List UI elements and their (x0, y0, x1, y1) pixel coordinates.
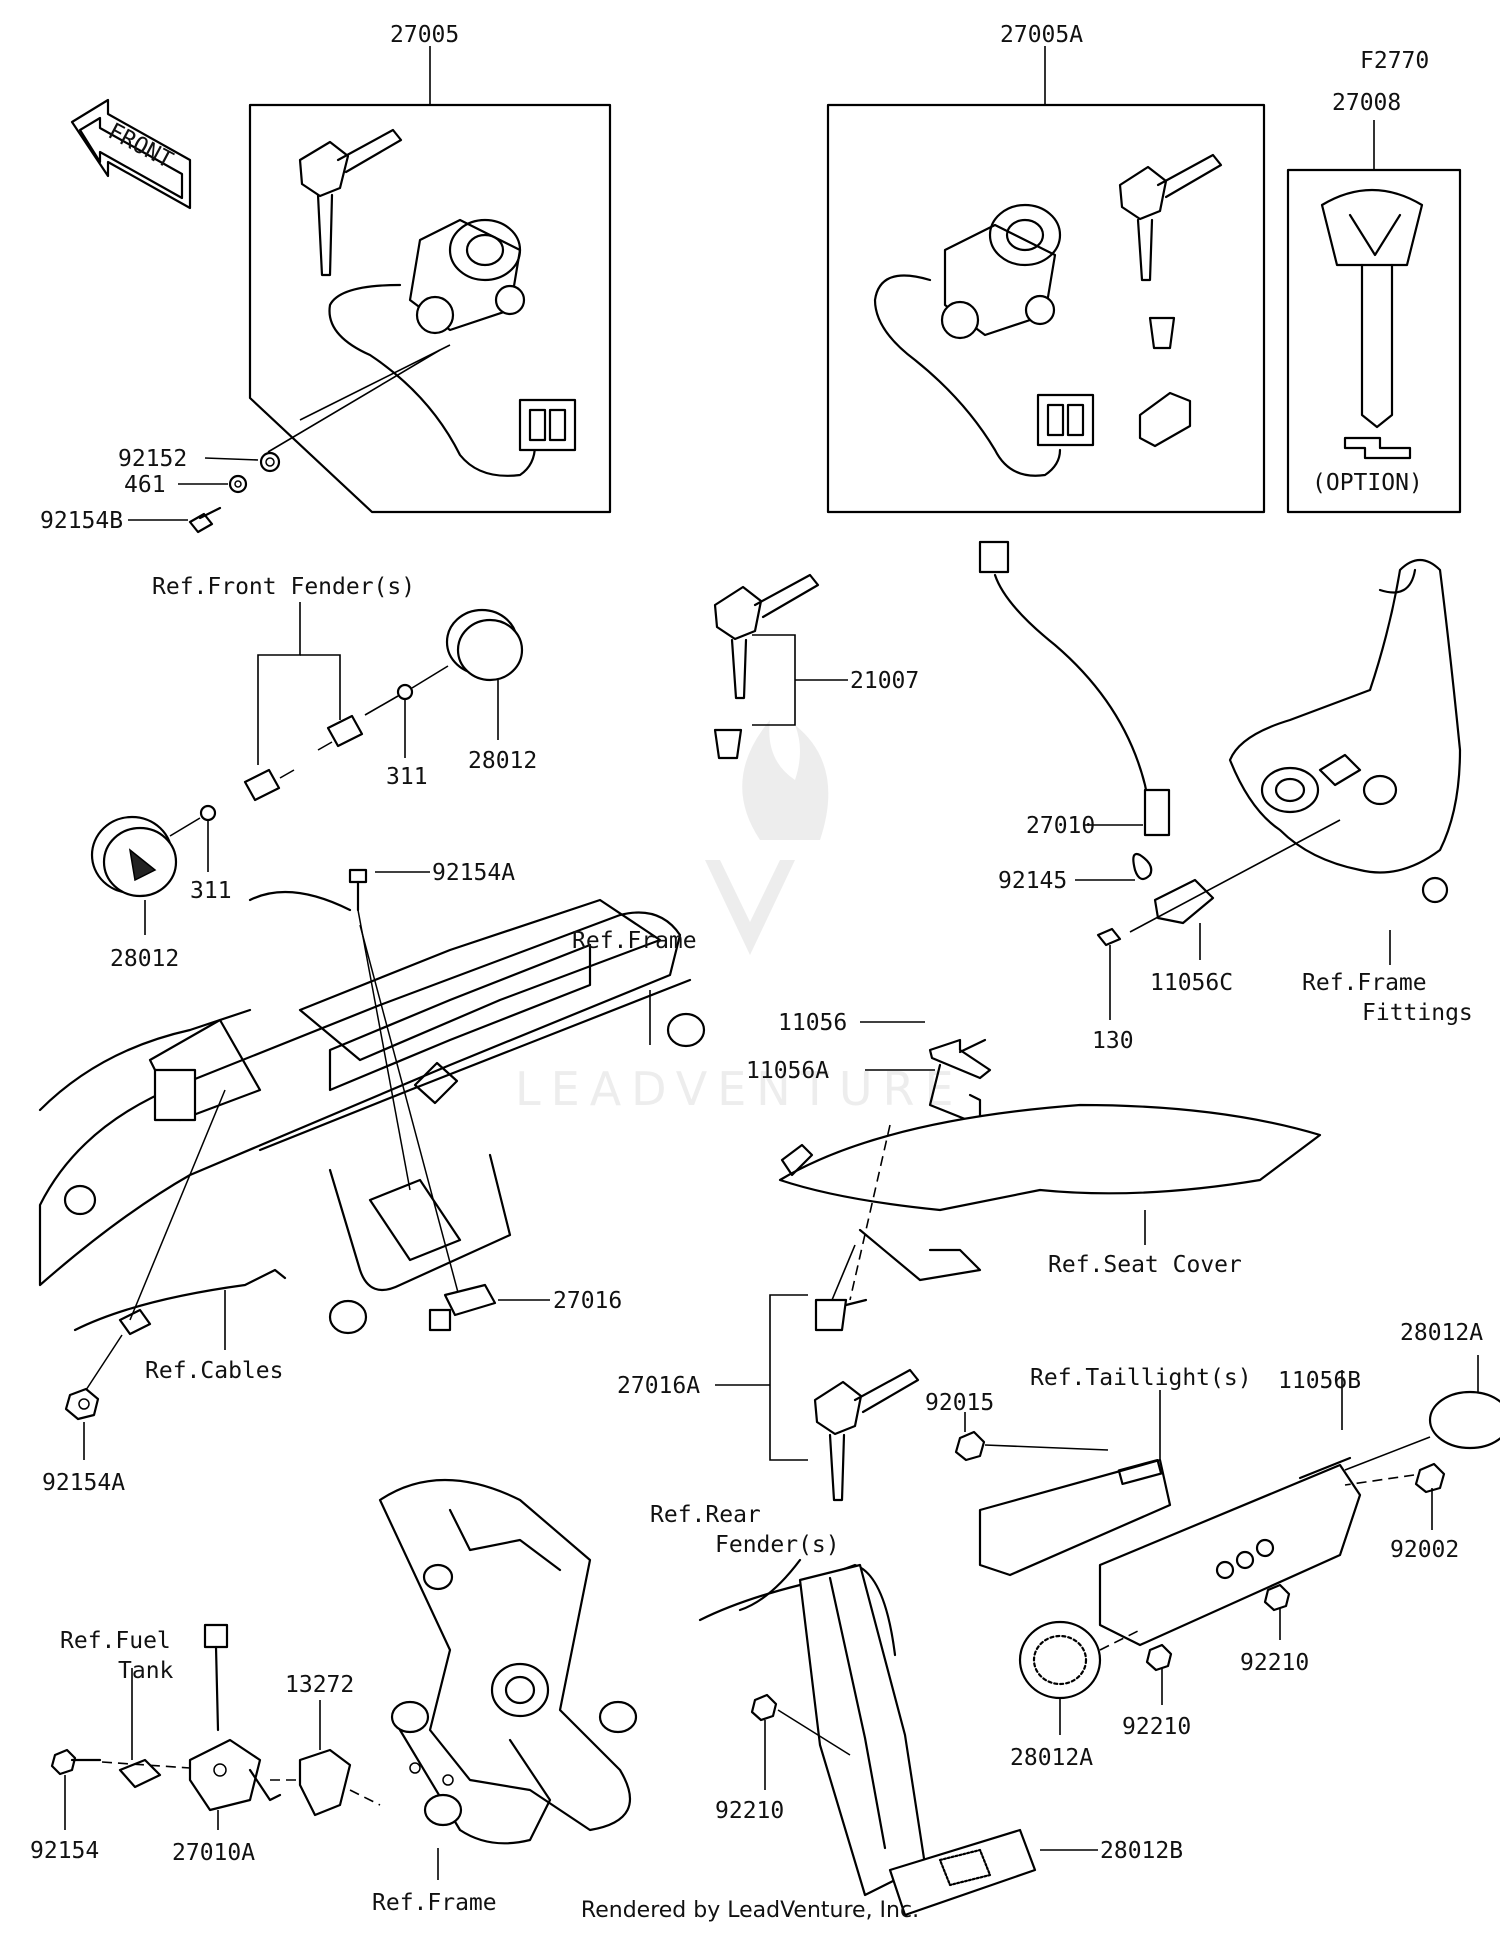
label-27010A: 27010A (172, 1840, 255, 1866)
assembly-27008: F2770 27008 (OPTION) (1286, 48, 1462, 514)
watermark: LEADVENTURE (515, 720, 964, 1116)
label-92152: 92152 (118, 446, 187, 472)
label-11056A: 11056A (746, 1058, 829, 1084)
assembly-27005: 27005 (248, 22, 612, 514)
switch-27010: 27010 92145 11056C 130 Ref.Frame Fitting… (978, 540, 1473, 1054)
hardware-92152-461-92154B: 92152 461 92154B (40, 446, 281, 534)
label-92015: 92015 (925, 1390, 994, 1416)
ref-cables: Ref.Cables (145, 1358, 283, 1384)
front-reflectors: Ref.Front Fender(s) 311 311 28012 28012 (90, 574, 537, 972)
label-461: 461 (124, 472, 166, 498)
label-28012-a: 28012 (468, 748, 537, 774)
label-28012A-bot: 28012A (1010, 1745, 1093, 1771)
ref-taillights: Ref.Taillight(s) (1030, 1365, 1252, 1391)
watermark-text: LEADVENTURE (515, 1062, 964, 1116)
label-92154A-top: 92154A (432, 860, 515, 886)
label-92154B: 92154B (40, 508, 123, 534)
label-11056C: 11056C (1150, 970, 1233, 996)
ref-seat-cover: Ref.Seat Cover (1048, 1252, 1242, 1278)
label-27005: 27005 (390, 22, 459, 48)
label-27005A: 27005A (1000, 22, 1083, 48)
label-28012A-top: 28012A (1400, 1320, 1483, 1346)
frame-assembly: 92154A Ref.Frame 27016 Ref.Cables 92154A (38, 860, 706, 1496)
label-27016A: 27016A (617, 1373, 700, 1399)
label-option: (OPTION) (1312, 470, 1423, 496)
ref-fuel-tank-1: Ref.Fuel (60, 1628, 171, 1654)
label-21007: 21007 (850, 668, 919, 694)
label-11056: 11056 (778, 1010, 847, 1036)
label-311-a: 311 (386, 764, 428, 790)
label-92002: 92002 (1390, 1537, 1459, 1563)
front-arrow-icon: FRONT (70, 98, 192, 210)
ref-frame-fittings-2: Fittings (1362, 1000, 1473, 1026)
label-28012-b: 28012 (110, 946, 179, 972)
label-F2770: F2770 (1360, 48, 1429, 74)
label-92210-c: 92210 (715, 1798, 784, 1824)
label-92145: 92145 (998, 868, 1067, 894)
ref-rear-fender-1: Ref.Rear (650, 1502, 761, 1528)
label-92210-b: 92210 (1122, 1714, 1191, 1740)
label-27010: 27010 (1026, 813, 1095, 839)
ref-frame-fittings-1: Ref.Frame (1302, 970, 1427, 996)
key-set-21007: 21007 (713, 573, 919, 760)
label-92210-a: 92210 (1240, 1650, 1309, 1676)
label-11056B: 11056B (1278, 1368, 1361, 1394)
assembly-27005A: 27005A (826, 22, 1266, 514)
footer-credit: Rendered by LeadVenture, Inc. (580, 1898, 920, 1923)
label-13272: 13272 (285, 1672, 354, 1698)
lower-frame: Ref.Frame 13272 27010A Ref.Fuel Tank 921… (30, 1479, 638, 1916)
label-92154A-bot: 92154A (42, 1470, 125, 1496)
ref-frame-1: Ref.Frame (572, 928, 697, 954)
ref-rear-fender-2: Fender(s) (715, 1532, 840, 1558)
ref-frame-2: Ref.Frame (372, 1890, 497, 1916)
rear-fender-bracket: Ref.Rear Fender(s) 28012B 92210 (650, 1502, 1183, 1917)
label-27016: 27016 (553, 1288, 622, 1314)
ref-front-fenders: Ref.Front Fender(s) (152, 574, 415, 600)
ref-fuel-tank-2: Tank (118, 1658, 174, 1684)
label-28012B: 28012B (1100, 1838, 1183, 1864)
taillight-bracket: Ref.Taillight(s) 11056B 92015 28012A 920… (925, 1320, 1500, 1771)
label-92154: 92154 (30, 1838, 99, 1864)
seat-cover-area: 11056 11056A Ref.Seat Cover 27016A (617, 1010, 1322, 1502)
label-130: 130 (1092, 1028, 1134, 1054)
label-27008: 27008 (1332, 90, 1401, 116)
label-311-b: 311 (190, 878, 232, 904)
